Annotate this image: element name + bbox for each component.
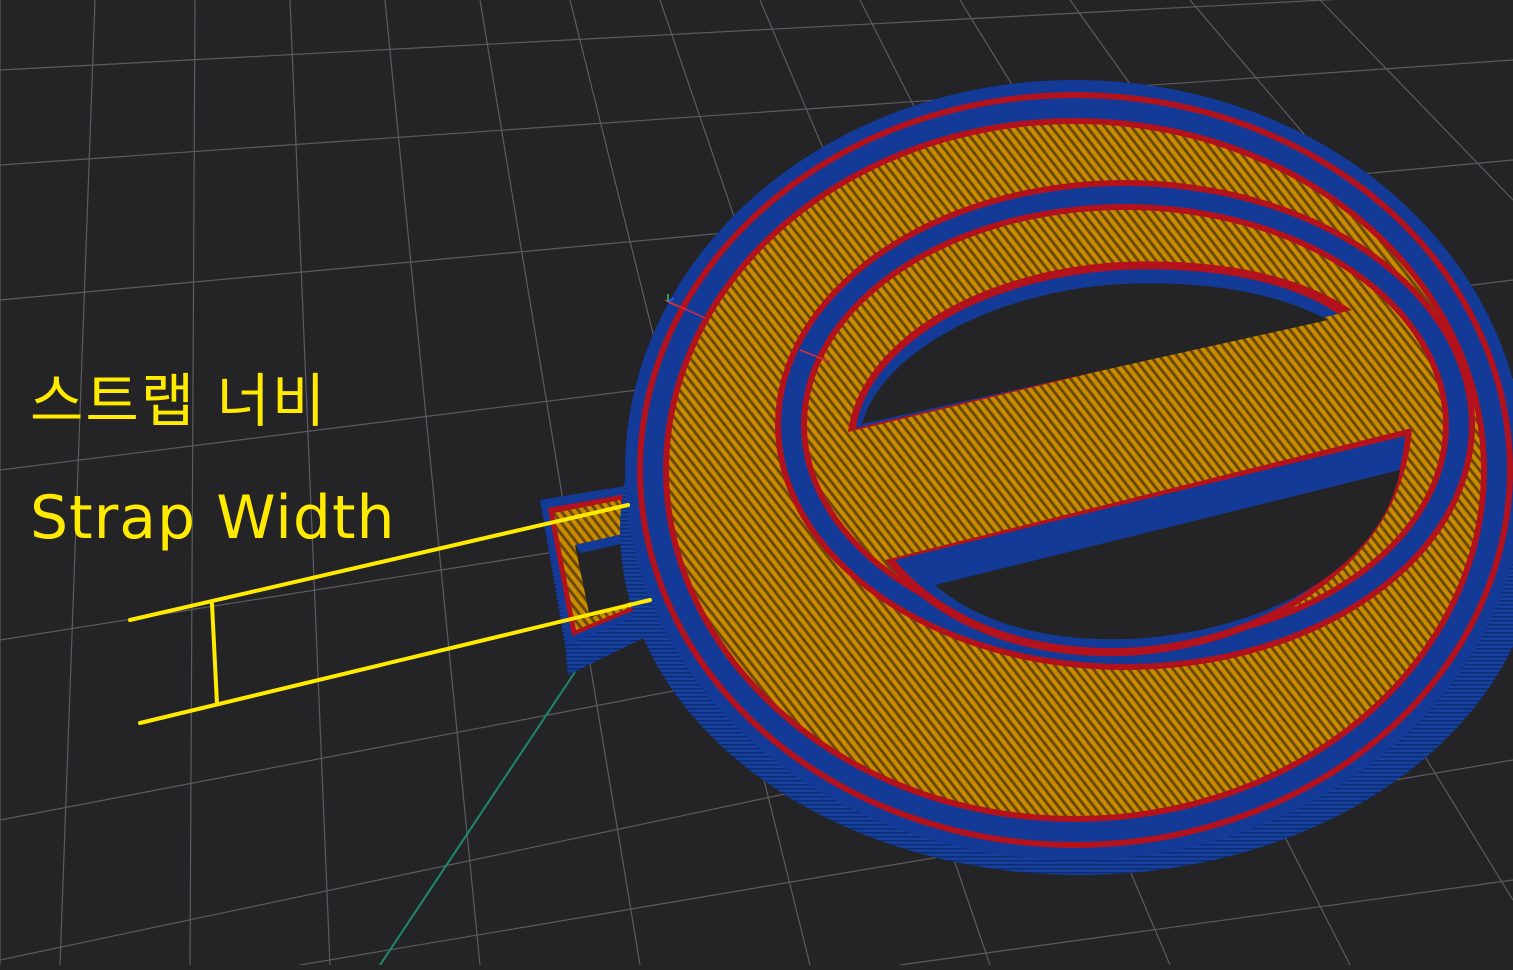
dimension-bar (210, 602, 219, 706)
dimension-line-top (128, 503, 630, 622)
strap-width-label-english: Strap Width (30, 483, 396, 553)
lower-hole (885, 428, 1412, 657)
keychain-model[interactable] (540, 80, 1513, 875)
seam-mark-inner (799, 349, 831, 363)
dimension-line-bottom (138, 598, 652, 725)
strap-width-label-korean: 스트랩 너비 (30, 367, 328, 435)
y-axis-line (379, 671, 576, 966)
upper-hole (848, 261, 1352, 432)
origin-gizmo-icon (667, 294, 679, 307)
strap-width-dimension (128, 503, 652, 725)
